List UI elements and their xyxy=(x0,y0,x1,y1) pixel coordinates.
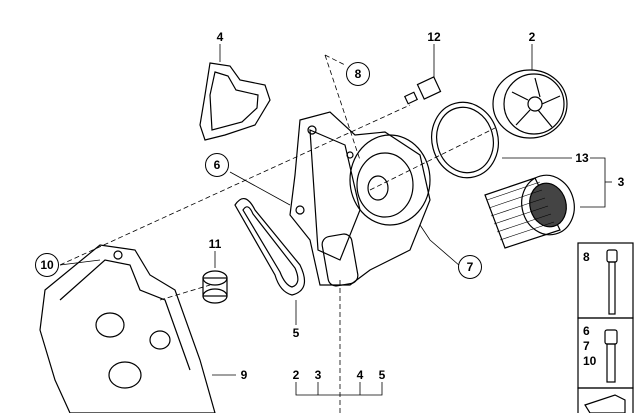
callout-bottom-3: 3 xyxy=(314,368,322,382)
inset-labels-6-7-10: 6 7 10 xyxy=(583,324,596,369)
gasket-4 xyxy=(199,62,271,141)
inset-label-8: 8 xyxy=(583,250,590,264)
bolt-long xyxy=(606,249,618,315)
gasket-5 xyxy=(234,198,306,296)
callout-bottom-5: 5 xyxy=(378,368,386,382)
solid-leader-lines xyxy=(59,44,612,396)
callout-3: 3 xyxy=(617,175,625,189)
callout-7-circled: 7 xyxy=(458,255,482,279)
inset-label-7: 7 xyxy=(583,339,590,353)
sealing-ring-13 xyxy=(431,101,499,179)
inset-label-10: 10 xyxy=(583,354,597,368)
callout-2: 2 xyxy=(528,30,536,44)
housing-9 xyxy=(39,244,216,413)
pressure-sensor-12 xyxy=(403,76,442,105)
bolt-short xyxy=(604,329,618,383)
filter-element-3 xyxy=(484,174,575,249)
callout-12: 12 xyxy=(427,30,441,44)
dashed-leader-lines xyxy=(59,54,496,413)
callout-4: 4 xyxy=(216,30,224,44)
callout-8-circled: 8 xyxy=(346,62,370,86)
callout-13: 13 xyxy=(575,151,589,165)
callout-5: 5 xyxy=(292,326,300,340)
fastener-inset xyxy=(577,242,634,413)
callout-10-circled: 10 xyxy=(35,253,59,277)
callout-bottom-2: 2 xyxy=(292,368,300,382)
callout-11: 11 xyxy=(208,237,222,251)
oil-filter-housing xyxy=(289,111,431,287)
callout-bottom-4: 4 xyxy=(356,368,364,382)
filter-cap-2 xyxy=(492,69,568,139)
callout-9: 9 xyxy=(240,368,248,382)
screw-plug-11 xyxy=(202,270,228,304)
callout-6-circled: 6 xyxy=(205,153,229,177)
inset-label-6: 6 xyxy=(583,324,590,338)
